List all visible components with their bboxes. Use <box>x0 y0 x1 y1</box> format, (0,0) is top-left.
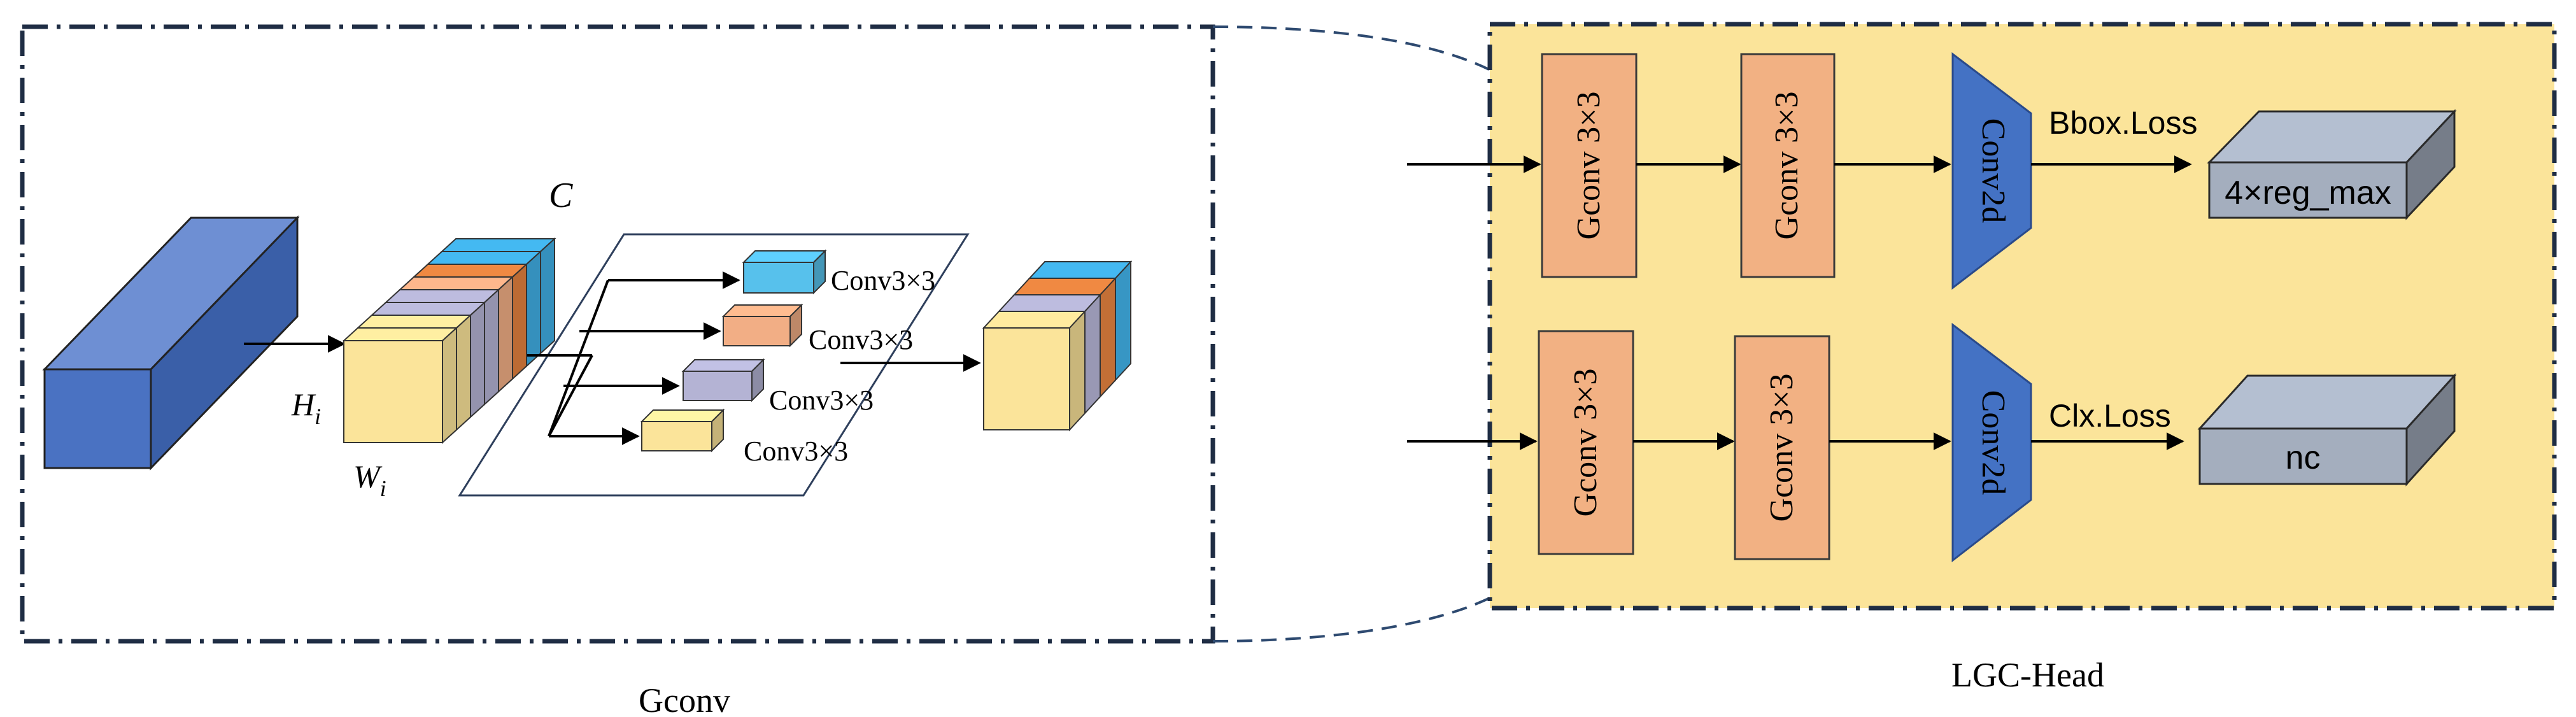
top-gconv-label-2: Gconv 3×3 <box>1769 92 1805 240</box>
stack-layer-top <box>370 302 486 316</box>
bottom-conv2d-label: Conv2d <box>1975 390 2011 495</box>
stack-layer-side <box>470 301 485 419</box>
stack-layer-top <box>342 327 458 341</box>
stack-layer-side <box>540 237 555 355</box>
branch-blocks <box>640 249 827 453</box>
branch-label-4: Conv3×3 <box>744 436 848 467</box>
branch-label-1: Conv3×3 <box>831 265 935 296</box>
output-layer-top <box>1012 278 1117 295</box>
bottom-conv2d-block <box>1951 322 2032 563</box>
output-front-face <box>983 327 1070 430</box>
top-row: Gconv 3×3 Gconv 3×3 Conv2d Bbox.Loss 4×r… <box>1541 52 2457 290</box>
clx-loss-label: Clx.Loss <box>2049 398 2171 434</box>
output-layer-top <box>997 294 1102 312</box>
stack-layer-top <box>426 251 542 265</box>
stack-layer-top <box>412 264 528 278</box>
top-conv2d-block <box>1951 52 2032 290</box>
reg-max-label: 4×reg_max <box>2225 174 2391 211</box>
stack-layer-side <box>526 250 541 368</box>
stack-layer-side <box>512 262 527 381</box>
branch-block-top <box>742 250 827 263</box>
branch-block-front <box>743 262 814 294</box>
branch-block-front <box>683 371 753 401</box>
output-tensor <box>982 260 1133 432</box>
top-gconv-label-1: Gconv 3×3 <box>1571 92 1607 240</box>
stack-layer-top <box>440 238 556 252</box>
bbox-loss-label: Bbox.Loss <box>2049 105 2197 141</box>
branch-block-top <box>681 359 765 372</box>
stack-layer-side <box>498 275 513 394</box>
channel-label: C <box>549 176 573 215</box>
nc-label: nc <box>2286 439 2321 476</box>
output-layer-side <box>1115 260 1131 382</box>
top-gconv-block-1 <box>1541 53 1638 278</box>
stack-front-face <box>343 340 443 443</box>
top-output-tensor <box>2207 109 2457 220</box>
gconv-panel: Hi Wi C Conv3×3 Conv3×3 Conv3×3 Conv3×3 … <box>20 24 1215 717</box>
output-front-top <box>982 311 1087 329</box>
input-tensor <box>42 215 300 471</box>
input-tensor-front-face <box>43 368 152 469</box>
height-label: Hi <box>291 387 321 429</box>
output-layer-top <box>1028 261 1133 279</box>
channel-stack <box>342 237 556 444</box>
branch-block-front <box>723 316 791 346</box>
lgc-head-panel: Gconv 3×3 Gconv 3×3 Conv2d Bbox.Loss 4×r… <box>1407 22 2557 694</box>
branch-connectors <box>527 271 740 445</box>
stack-layer-top <box>398 276 514 290</box>
stack-layer-top <box>356 315 472 329</box>
lgc-head-caption: LGC-Head <box>1951 656 2104 694</box>
branch-block-front <box>641 421 712 451</box>
branch-block-top <box>640 409 725 422</box>
output-layer-side <box>1084 293 1101 415</box>
stack-layer-side <box>484 288 499 406</box>
stack-layer-side <box>456 313 471 432</box>
bottom-output-tensor <box>2197 373 2457 486</box>
gconv-caption: Gconv <box>639 681 730 717</box>
bottom-gconv-block-1 <box>1538 330 1634 555</box>
stack-layer-side <box>442 326 457 444</box>
top-gconv-block-2 <box>1740 53 1836 278</box>
branch-block-top <box>721 304 803 317</box>
bottom-gconv-label-1: Gconv 3×3 <box>1568 369 1604 517</box>
bottom-gconv-block-2 <box>1734 335 1830 560</box>
output-front-side <box>1069 309 1086 432</box>
top-conv2d-label: Conv2d <box>1975 118 2011 224</box>
branch-label-2: Conv3×3 <box>809 324 913 355</box>
bottom-gconv-label-2: Gconv 3×3 <box>1764 374 1800 522</box>
branch-label-3: Conv3×3 <box>769 385 874 416</box>
gconv-panel-border <box>20 24 1215 644</box>
width-label: Wi <box>353 458 386 501</box>
output-layer-side <box>1100 276 1116 399</box>
bottom-row: Gconv 3×3 Gconv 3×3 Conv2d Clx.Loss nc <box>1538 322 2457 563</box>
stack-layer-top <box>384 289 500 303</box>
